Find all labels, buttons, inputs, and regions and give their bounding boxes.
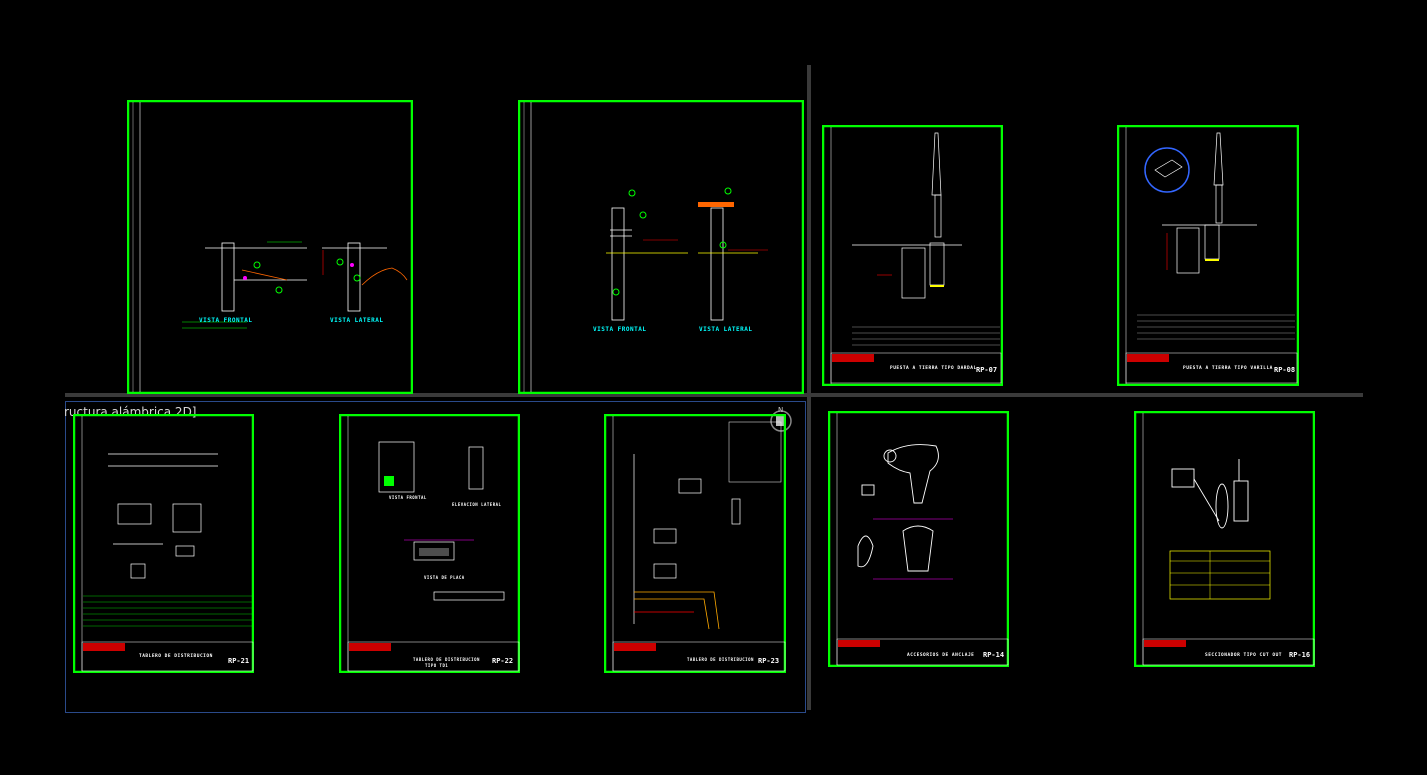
compass-north-label: N bbox=[778, 406, 783, 414]
sheet-5-code: RP-21 bbox=[228, 657, 250, 665]
sheet-9-code: RP-16 bbox=[1289, 651, 1311, 659]
viewport-divider-vertical[interactable] bbox=[807, 65, 811, 710]
sheet-5-title: TABLERO DE DISTRIBUCION bbox=[139, 654, 213, 659]
drawing-sheet-8[interactable]: ACCESORIOS DE ANCLAJE RP-14 bbox=[828, 411, 1009, 667]
viewport-divider-horizontal[interactable] bbox=[65, 393, 1363, 397]
sheet-1-label-frontal: VISTA FRONTAL bbox=[199, 317, 253, 324]
drawing-sheet-6[interactable]: VISTA FRONTAL ELEVACION LATERAL VISTA DE… bbox=[339, 414, 520, 673]
drawing-sheet-4[interactable]: PUESTA A TIERRA TIPO VARILLA RP-08 bbox=[1117, 125, 1299, 386]
drawing-sheet-1[interactable]: VISTA FRONTAL VISTA LATERAL bbox=[127, 100, 413, 394]
sheet-3-code: RP-07 bbox=[976, 366, 998, 374]
active-viewport-frame bbox=[65, 401, 806, 713]
sheet-9-title: SECCIONADOR TIPO CUT OUT bbox=[1205, 653, 1283, 658]
drawing-sheet-7[interactable]: TABLERO DE DISTRIBUCION RP-23 bbox=[604, 414, 786, 673]
sheet-4-code: RP-08 bbox=[1274, 366, 1296, 374]
sheet-6-subtitle: TIPO TD1 bbox=[425, 663, 449, 668]
sheet-8-title: ACCESORIOS DE ANCLAJE bbox=[907, 653, 975, 658]
sheet-1-label-lateral: VISTA LATERAL bbox=[330, 317, 384, 324]
drawing-sheet-5[interactable]: TABLERO DE DISTRIBUCION RP-21 bbox=[73, 414, 254, 673]
sheet-6-label-plate: VISTA DE PLACA bbox=[424, 575, 465, 580]
sheet-8-code: RP-14 bbox=[983, 651, 1005, 659]
sheet-2-label-lateral: VISTA LATERAL bbox=[699, 326, 753, 333]
drawing-sheet-9[interactable]: SECCIONADOR TIPO CUT OUT RP-16 bbox=[1134, 411, 1315, 667]
sheet-4-title: PUESTA A TIERRA TIPO VARILLA bbox=[1183, 366, 1273, 371]
sheet-3-title: PUESTA A TIERRA TIPO DARDAL bbox=[890, 366, 977, 371]
drawing-sheet-2[interactable]: VISTA FRONTAL VISTA LATERAL bbox=[518, 100, 804, 394]
sheet-6-title: TABLERO DE DISTRIBUCION bbox=[413, 657, 480, 662]
sheet-6-label-elevation: ELEVACION LATERAL bbox=[452, 502, 502, 507]
sheet-6-label-frontal: VISTA FRONTAL bbox=[389, 495, 427, 500]
sheet-6-code: RP-22 bbox=[492, 657, 514, 665]
sheet-2-label-frontal: VISTA FRONTAL bbox=[593, 326, 647, 333]
sheet-7-title: TABLERO DE DISTRIBUCION bbox=[687, 657, 754, 662]
drawing-sheet-3[interactable]: PUESTA A TIERRA TIPO DARDAL RP-07 bbox=[822, 125, 1003, 386]
sheet-7-code: RP-23 bbox=[758, 657, 780, 665]
